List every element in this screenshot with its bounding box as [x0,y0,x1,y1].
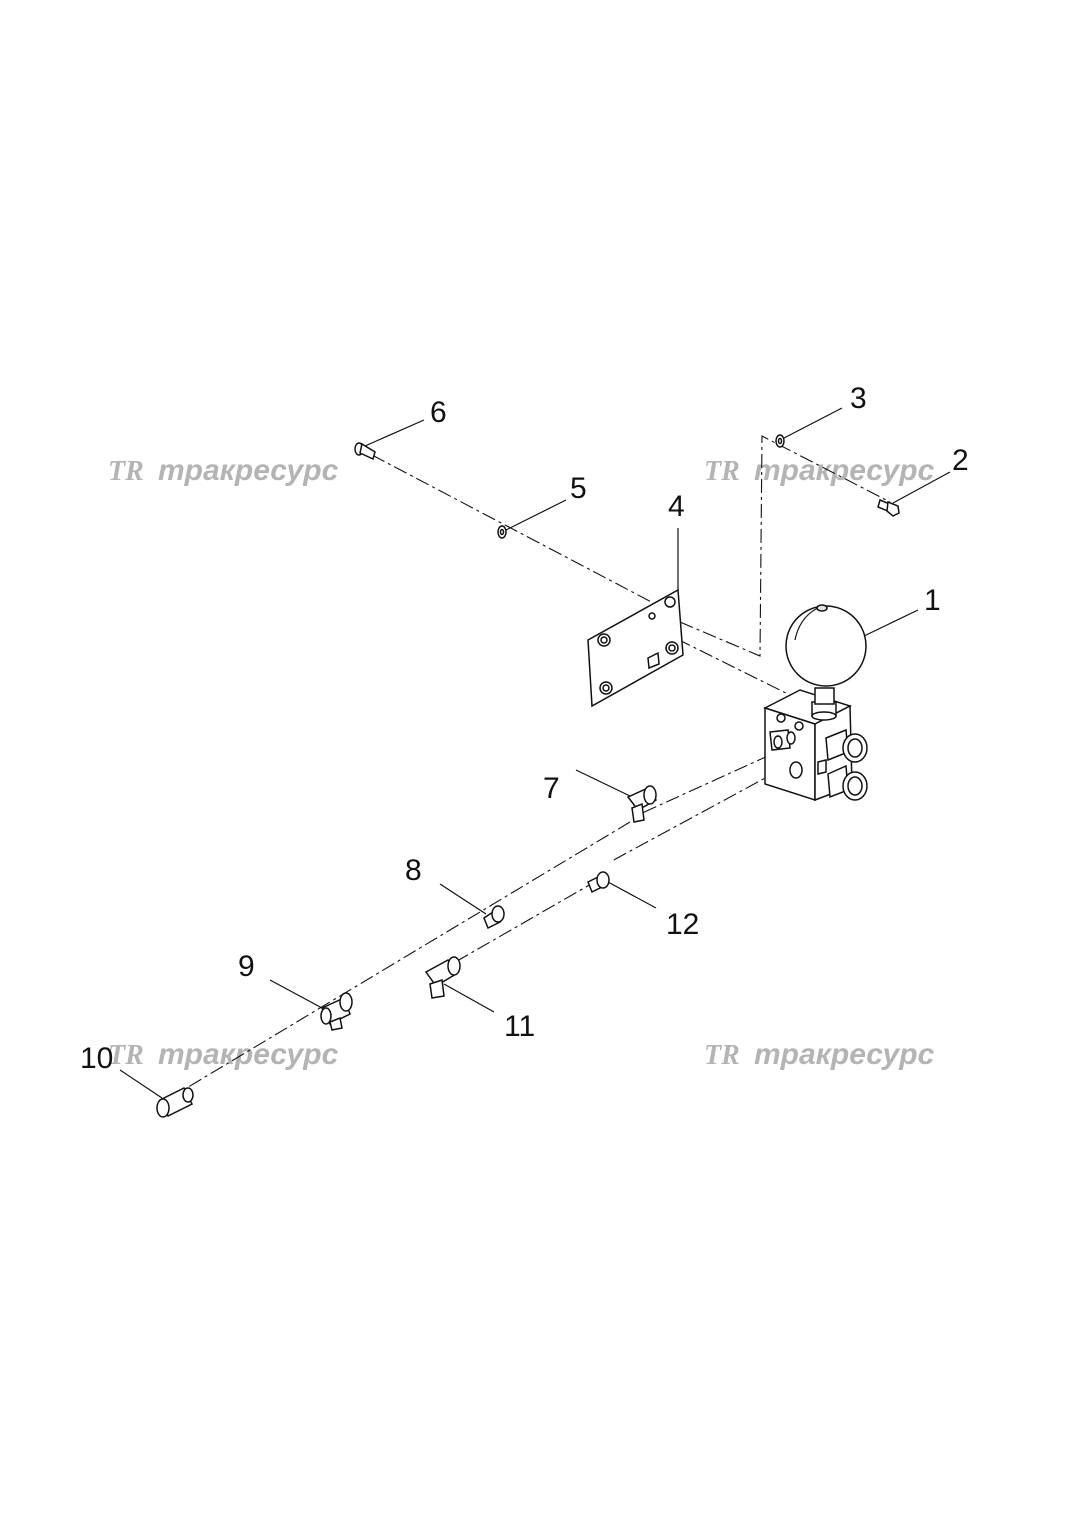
callout-11: 11 [504,1010,535,1043]
leader-8 [439,883,487,915]
leader-2 [892,471,951,504]
part-11-elbow-fitting [424,956,461,999]
axis-line-b [437,879,599,973]
watermark-bottom-left: TR тракресурс [108,1038,339,1071]
watermark-logo: TR [108,1040,144,1071]
callouts: 1 2 3 4 5 6 7 8 9 10 11 12 [80,382,969,1075]
watermark-top-left: TR тракресурс [108,454,339,487]
callout-3: 3 [850,382,867,415]
callout-4: 4 [668,490,685,523]
leader-1 [863,609,919,637]
part-1-accumulator-valve-block [763,604,868,802]
part-7-elbow-fitting [626,785,658,823]
axis-bolt-2 [679,435,891,657]
part-10-test-coupling [156,1086,194,1118]
axis-upper-port [639,754,771,815]
callout-1: 1 [924,584,941,617]
axis-line-a [169,821,631,1099]
watermark-top-right: TR тракресурс [704,454,935,487]
axis-lower-port [609,769,781,863]
watermark-logo: TR [704,456,740,487]
watermark-logo: TR [704,1040,740,1071]
leader-11 [443,983,495,1013]
callout-12: 12 [666,908,699,941]
watermark-text: тракресурс [754,1038,935,1071]
part-4-mounting-plate [587,588,684,708]
leader-9 [269,979,323,1009]
leader-12 [607,881,657,909]
callout-5: 5 [570,472,587,505]
part-3-washer [775,434,785,448]
leader-3 [783,407,843,439]
leader-6 [364,419,425,447]
leader-lines [119,407,951,1099]
leader-5 [505,499,567,531]
leader-10 [119,1069,163,1099]
part-2-bolt [877,498,900,517]
callout-7: 7 [543,772,560,805]
part-8-union-fitting [483,905,505,930]
watermark-text: тракресурс [754,454,935,487]
leader-7 [575,769,631,797]
callout-6: 6 [430,396,447,429]
part-6-bolt [354,442,376,461]
callout-8: 8 [405,854,422,887]
watermark-logo: TR [108,456,144,487]
callout-10: 10 [80,1042,113,1075]
part-9-tee-fitting [320,992,353,1031]
callout-9: 9 [238,950,255,983]
part-5-washer [497,525,507,539]
assembly-axes [169,435,891,1099]
callout-2: 2 [952,444,969,477]
axis-bolt-6 [371,454,679,617]
watermark-text: тракресурс [158,1038,339,1071]
watermark-bottom-right: TR тракресурс [704,1038,935,1071]
part-12-union-fitting [587,871,610,894]
watermark-text: тракресурс [158,454,339,487]
